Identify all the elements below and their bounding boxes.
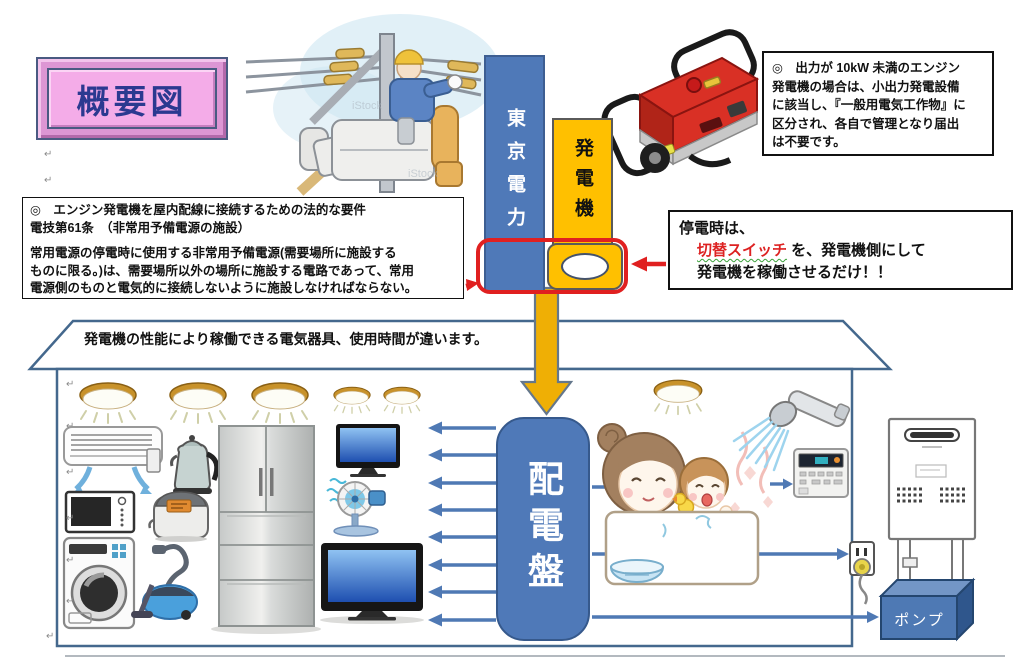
note-line: 区分され、各自で管理となり届出 — [772, 116, 960, 131]
note-line: に該当し、『一般用電気工作物』に — [772, 98, 966, 112]
paragraph-mark-icon: ↵ — [66, 555, 75, 566]
legal-body-line: ものに限る。)は、需要場所以外の場所に施設する電路であって、常用 — [30, 263, 415, 278]
transfer-switch-highlight-frame — [476, 238, 628, 294]
paragraph-mark-icon: ↵ — [66, 467, 75, 478]
paragraph-mark-icon: ↵ — [44, 149, 53, 160]
paragraph-mark-icon: ↵ — [44, 175, 53, 186]
page-title: 概要図 — [76, 82, 188, 120]
outage-line2: 切替スイッチ を、発電機側にして — [679, 240, 1002, 262]
legal-heading: ◎ エンジン発電機を屋内配線に接続するための法的な要件 — [30, 203, 366, 217]
microwave-icon — [64, 490, 136, 534]
note-line: は不要です。 — [772, 135, 846, 149]
title-plate: 概要図 — [36, 57, 228, 140]
washing-machine-icon — [62, 536, 136, 630]
tv-icon — [336, 424, 400, 477]
air-conditioner-icon — [63, 426, 163, 494]
large-tv-icon — [320, 543, 424, 624]
paragraph-mark-icon: ↵ — [66, 596, 75, 607]
refrigerator-icon — [211, 425, 321, 634]
distribution-board: 配電盤 — [496, 417, 590, 641]
note-legal-requirements: ◎ エンジン発電機を屋内配線に接続するための法的な要件 電技第61条 （非常用予… — [22, 197, 464, 299]
pump-label: ポンプ — [894, 611, 945, 629]
bath-control-panel-icon — [793, 448, 849, 498]
note-line: ◎ 出力が 10kW 未満のエンジン — [772, 61, 961, 75]
vacuum-cleaner-icon — [131, 544, 198, 620]
generator-bar: 発電機 — [552, 118, 613, 248]
house-caption: 発電機の性能により稼働できる電気器具、使用時間が違います。 — [84, 331, 489, 347]
paragraph-mark-icon: ↵ — [46, 631, 55, 642]
utility-power-label: 東京電力 — [504, 107, 525, 240]
paragraph-mark-icon: ↵ — [66, 421, 75, 432]
electric-kettle-icon — [170, 435, 220, 494]
note-line: 発電機の場合は、小出力発電設備 — [772, 79, 960, 94]
switch-highlight-text: 切替スイッチ — [697, 242, 788, 259]
shower-icon — [732, 390, 851, 472]
ac-remote-icon — [146, 448, 161, 473]
note-generator-classification: ◎ 出力が 10kW 未満のエンジン 発電機の場合は、小出力発電設備 に該当し、… — [762, 51, 994, 156]
house-roof — [27, 319, 893, 371]
legal-body-line: 常用電源の停電時に使用する非常用予備電源(需要場所に施設する — [30, 246, 397, 260]
rice-cooker-icon — [148, 491, 209, 542]
portable-generator-icon — [601, 29, 760, 177]
utility-worker-illustration — [245, 14, 500, 196]
generator-label: 発電機 — [572, 138, 593, 228]
bath-scene-illustration — [597, 423, 773, 586]
electric-fan-icon — [326, 478, 386, 537]
note-outage-instructions: 停電時は、 切替スイッチ を、発電機側にして 発電機を稼働させるだけ！！ — [668, 210, 1013, 290]
outage-line3: 発電機を稼働させるだけ！！ — [697, 264, 893, 281]
outage-line1: 停電時は、 — [679, 220, 755, 237]
transfer-switch-body — [547, 243, 623, 290]
legal-body-line: 電源側のものと電気的に接続しないように施設しなければならない。 — [30, 281, 418, 295]
stock-watermark: iStock — [408, 168, 438, 180]
utility-power-bar: 東京電力 — [484, 55, 545, 292]
feed-down-arrow — [519, 286, 574, 416]
stock-watermark: iStock — [352, 100, 382, 112]
paragraph-mark-icon: ↵ — [66, 513, 75, 524]
switch-pointer-arrows — [465, 256, 666, 291]
pump-box — [878, 577, 976, 642]
outage-line2-rest: を、発電機側にして — [787, 242, 926, 259]
switch-oval-indicator — [561, 253, 609, 280]
distribution-board-label: 配電盤 — [523, 460, 564, 598]
legal-subheading: 電技第61条 （非常用予備電源の施設） — [30, 220, 251, 235]
paragraph-mark-icon: ↵ — [66, 379, 75, 390]
panel-arrow — [770, 478, 793, 490]
outlet-plug-icon — [849, 541, 875, 605]
